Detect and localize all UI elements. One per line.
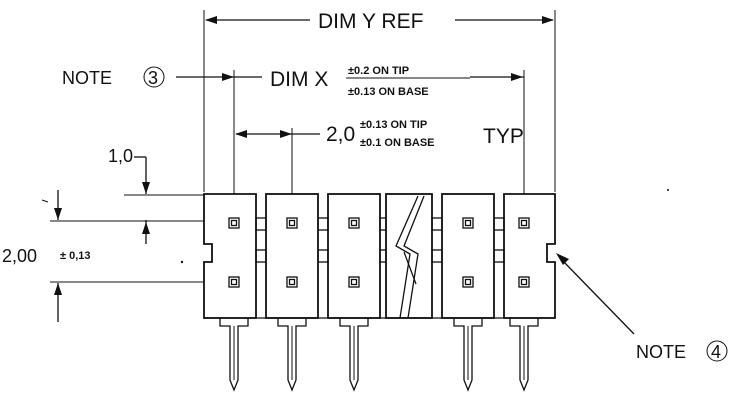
scan-marks: [41, 189, 669, 264]
pitch-typ-label: TYP: [483, 125, 524, 148]
dim-2-00-dimension: 2,00 ± 0,13: [2, 190, 230, 322]
connector-body: [203, 193, 556, 319]
dim-y-ref-dimension: DIM Y REF: [203, 10, 556, 192]
housing-position-1: [203, 193, 257, 319]
pitch-tol-base: ±0.1 ON BASE: [360, 137, 435, 149]
pitch-dimension: 2,0 ±0.13 ON TIP ±0.1 ON BASE TYP: [235, 119, 524, 196]
note4-circle: [706, 340, 728, 362]
dim-2-00-label: 2,00: [2, 246, 37, 266]
note4-callout: NOTE 4: [556, 253, 728, 362]
tail-pins: [219, 318, 539, 392]
note3-dim-x-dimension: NOTE 3 DIM X ±0.2 ON TIP ±0.13 ON BASE: [62, 65, 525, 196]
dim-x-tol-base: ±0.13 ON BASE: [348, 86, 429, 98]
contact-2-bottom: [286, 276, 298, 288]
note3-label: NOTE: [62, 68, 112, 88]
dim-y-ref-label: DIM Y REF: [318, 10, 423, 33]
dim-1-0-dimension: 1,0: [108, 146, 204, 244]
tail-pin-5: [509, 318, 539, 392]
contact-1-bottom: [228, 276, 240, 288]
contact-4-bottom: [462, 276, 474, 288]
contact-2-top: [286, 217, 298, 229]
note3-circle: [143, 66, 165, 88]
note4-label: NOTE: [636, 342, 686, 362]
housing-webs: [255, 217, 505, 263]
break-lightning-icon: [395, 195, 425, 319]
housing-position-2: [265, 193, 319, 319]
contact-3-top: [348, 217, 360, 229]
contact-row-bottom: [228, 276, 530, 288]
pitch-tol-tip: ±0.13 ON TIP: [360, 119, 427, 131]
housing-position-5: [503, 193, 556, 319]
housing-position-4: [441, 193, 495, 319]
housing-break-section: [385, 193, 433, 319]
contact-5-bottom: [518, 276, 530, 288]
pitch-value-label: 2,0: [326, 123, 355, 146]
tail-pin-2: [277, 318, 307, 392]
pin-contacts: [228, 217, 530, 288]
housing-position-3: [327, 193, 381, 319]
dim-x-tol-tip: ±0.2 ON TIP: [348, 65, 409, 77]
dim-x-label: DIM X: [270, 68, 328, 91]
tail-pin-3: [339, 318, 369, 392]
contact-1-top: [228, 217, 240, 229]
tail-pin-1: [219, 318, 249, 392]
tail-pin-4: [453, 318, 483, 392]
note3-number: 3: [148, 68, 158, 88]
contact-3-bottom: [348, 276, 360, 288]
dim-2-00-tol: ± 0,13: [60, 250, 91, 262]
contact-row-top: [228, 217, 530, 229]
dim-1-0-label: 1,0: [108, 146, 133, 166]
contact-4-top: [462, 217, 474, 229]
note4-number: 4: [711, 342, 721, 362]
contact-5-top: [518, 217, 530, 229]
